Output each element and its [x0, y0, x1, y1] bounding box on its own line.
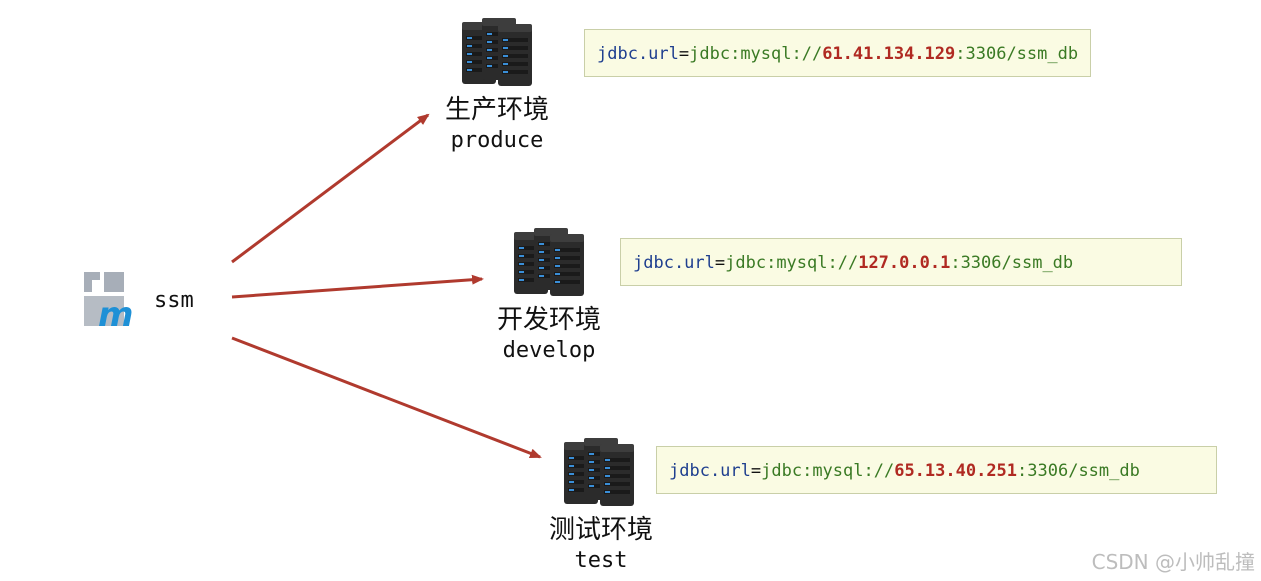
- env-name-en: test: [574, 548, 628, 573]
- env-label-test: 测试环境 test: [536, 514, 666, 576]
- server-icon-develop: [514, 228, 584, 296]
- config-suffix: :3306/ssm_db: [955, 44, 1079, 64]
- config-key: jdbc.url: [597, 44, 679, 64]
- config-prefix: jdbc:mysql://: [689, 44, 823, 64]
- config-suffix: :3306/ssm_db: [950, 253, 1074, 273]
- env-name-en: develop: [502, 338, 596, 363]
- server-icon-produce: [462, 18, 532, 86]
- env-label-develop: 开发环境 develop: [484, 304, 614, 366]
- env-name-zh: 开发环境: [496, 305, 601, 335]
- env-label-produce: 生产环境 produce: [432, 94, 562, 156]
- config-key: jdbc.url: [669, 461, 751, 481]
- config-prefix: jdbc:mysql://: [761, 461, 895, 481]
- config-eq: =: [714, 253, 726, 273]
- source-label: ssm: [154, 288, 194, 313]
- svg-text:m: m: [98, 295, 133, 335]
- config-eq: =: [750, 461, 762, 481]
- arrow-to-produce: [231, 113, 430, 264]
- config-host: 61.41.134.129: [822, 44, 956, 64]
- config-prefix: jdbc:mysql://: [725, 253, 859, 273]
- config-box-produce: jdbc.url=jdbc:mysql://61.41.134.129:3306…: [584, 29, 1092, 77]
- arrow-to-develop: [231, 274, 484, 299]
- config-eq: =: [678, 44, 690, 64]
- maven-m-icon: m: [84, 272, 133, 335]
- env-name-zh: 生产环境: [444, 95, 549, 125]
- arrow-to-test: [231, 336, 542, 459]
- env-name-zh: 测试环境: [548, 515, 653, 545]
- config-host: 65.13.40.251: [894, 461, 1018, 481]
- config-box-test: jdbc.url=jdbc:mysql://65.13.40.251:3306/…: [656, 446, 1217, 494]
- watermark: CSDN @小帅乱撞: [1091, 550, 1255, 574]
- config-host: 127.0.0.1: [858, 253, 951, 273]
- config-key: jdbc.url: [633, 253, 715, 273]
- server-icon-test: [564, 438, 634, 506]
- config-box-develop: jdbc.url=jdbc:mysql://127.0.0.1:3306/ssm…: [620, 238, 1182, 286]
- config-suffix: :3306/ssm_db: [1017, 461, 1140, 481]
- env-name-en: produce: [450, 128, 544, 153]
